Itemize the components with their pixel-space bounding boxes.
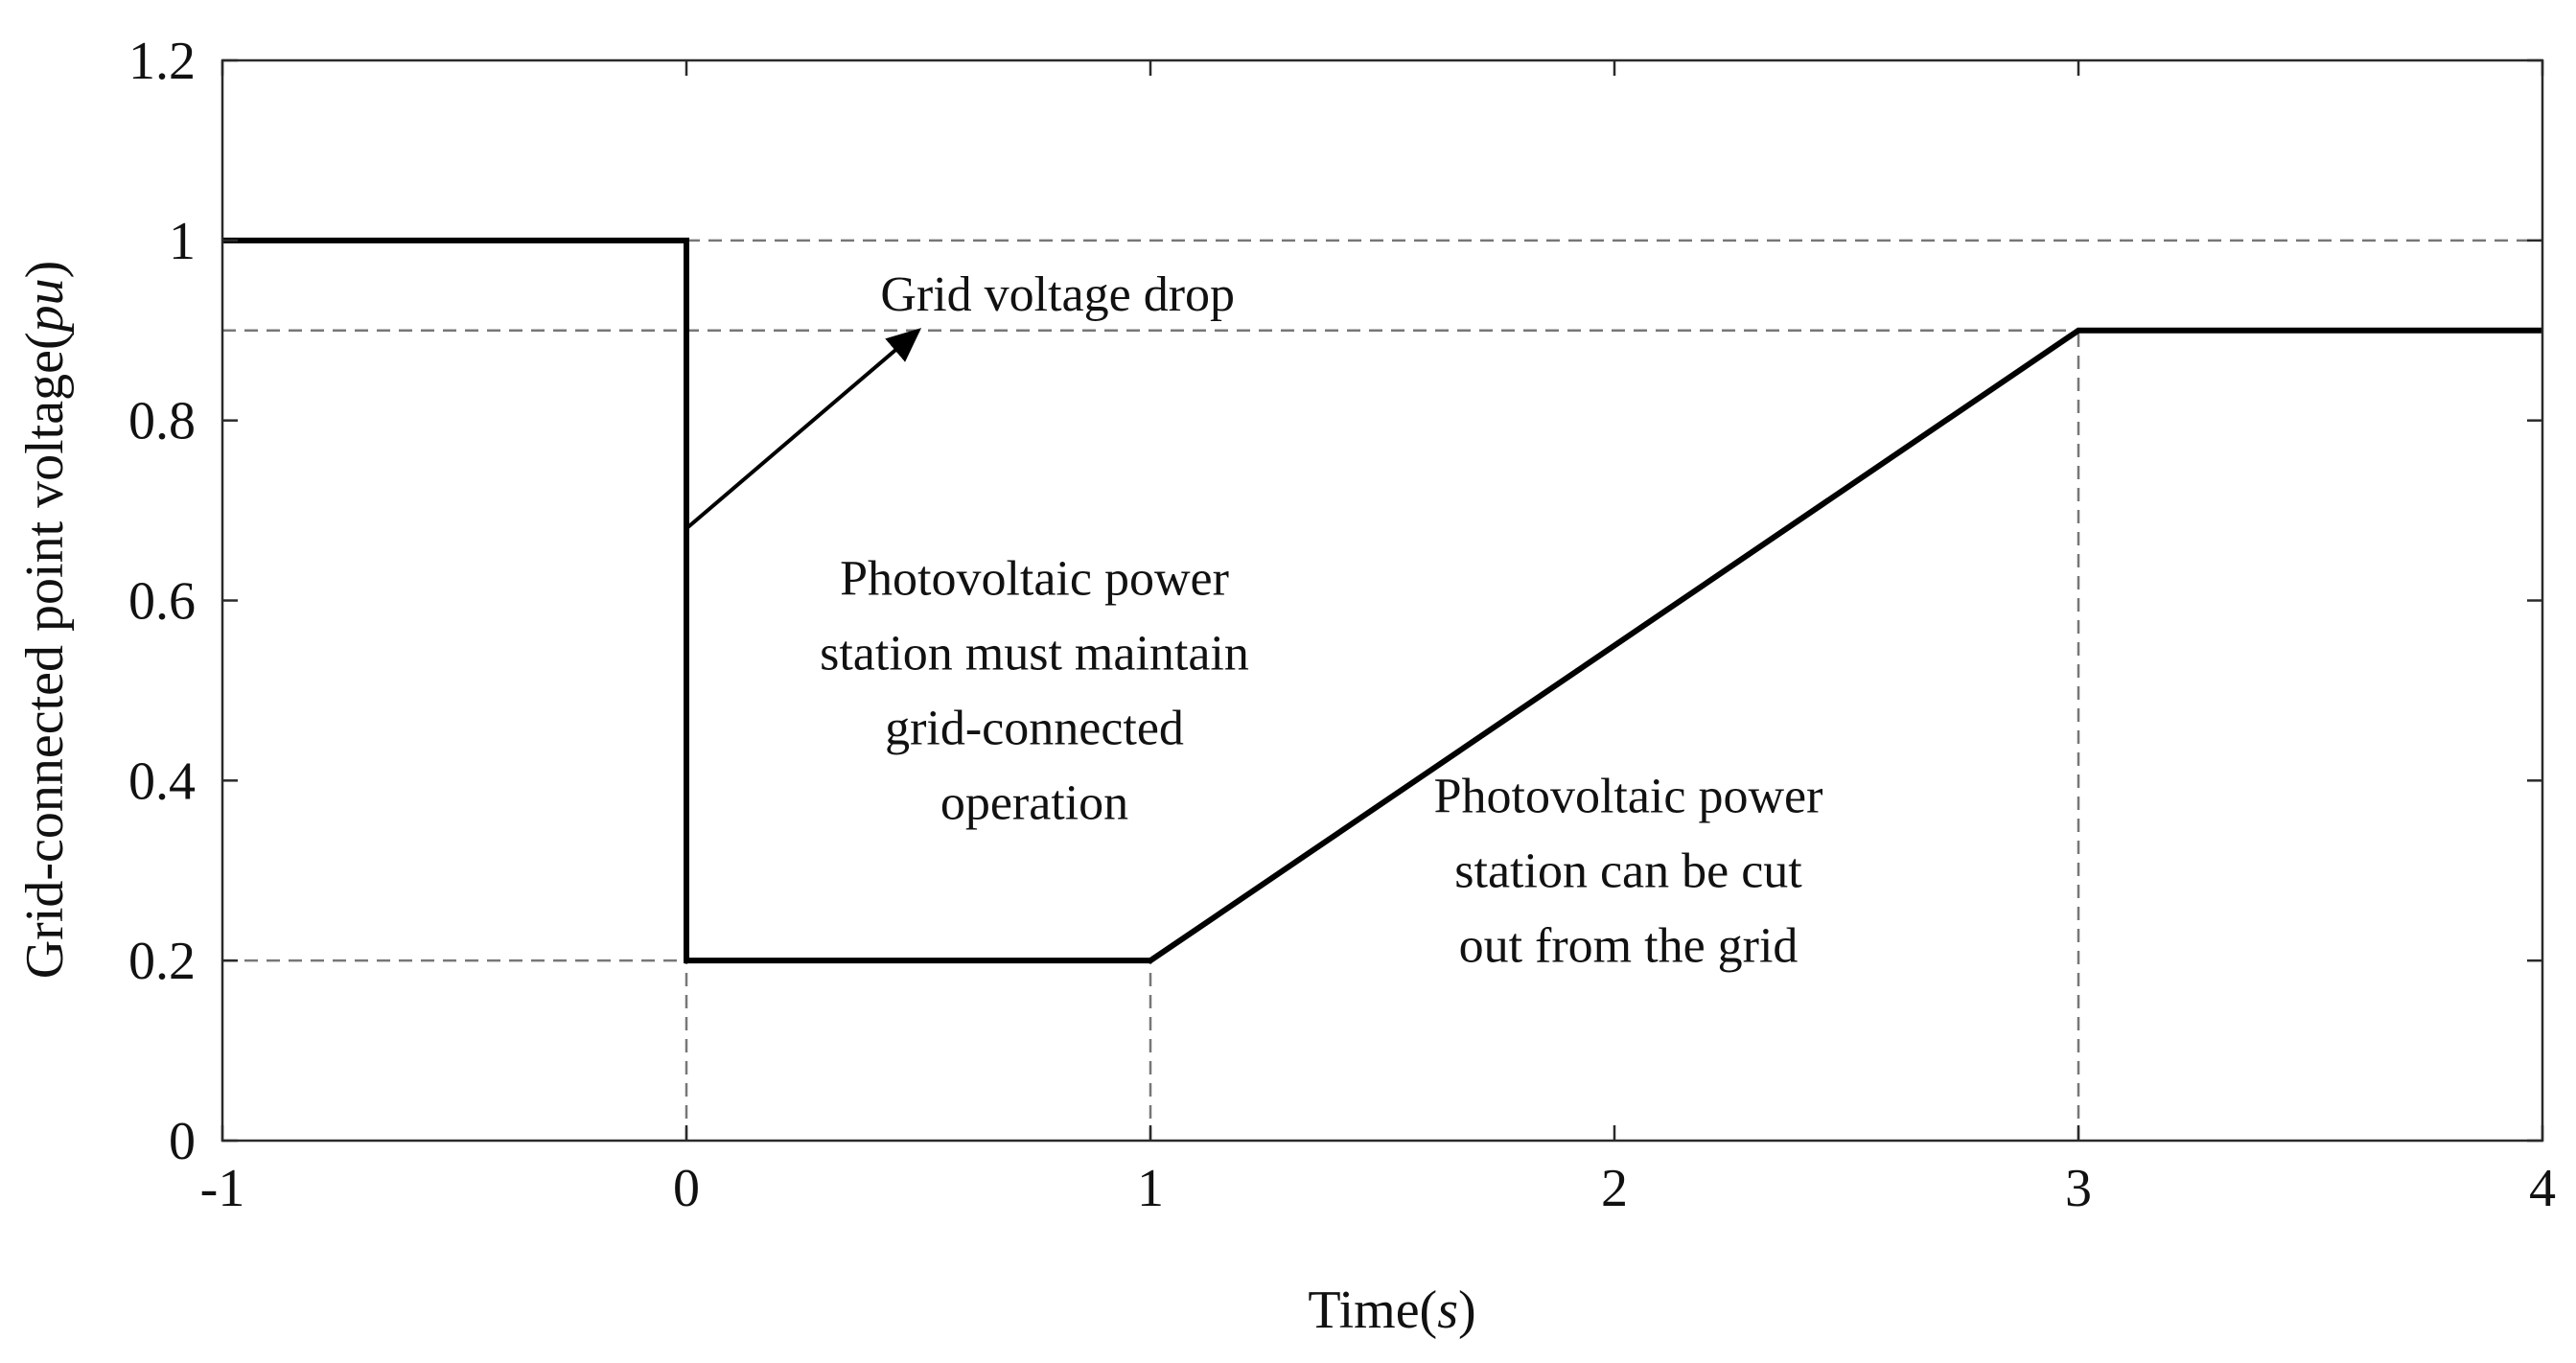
- x-tick-label: 3: [2065, 1159, 2092, 1218]
- x-tick-label: 2: [1601, 1159, 1628, 1218]
- annotation-line: Grid voltage drop: [880, 267, 1235, 322]
- annotation-line: out from the grid: [1459, 918, 1799, 973]
- plot-frame: [220, 58, 2544, 1143]
- annotation-text: Grid voltage drop: [880, 267, 1235, 322]
- annotation-text: Photovoltaic power station can be cut out …: [1434, 769, 1823, 973]
- x-tick-label: 4: [2529, 1159, 2556, 1218]
- series-layer: [222, 237, 2542, 964]
- x-tick-label: 1: [1137, 1159, 1164, 1218]
- reference-lines: [222, 239, 2542, 1141]
- annotation-arrow: [685, 328, 922, 530]
- y-tick-label: 0.2: [128, 932, 196, 991]
- annotation-line: operation: [940, 775, 1128, 830]
- y-tick-label: 0.6: [128, 572, 196, 632]
- x-tick-label: 0: [673, 1159, 700, 1218]
- annotation-line: Photovoltaic power: [840, 551, 1229, 606]
- y-tick-label: 1.2: [128, 32, 196, 91]
- annotation-line: grid-connected: [885, 701, 1184, 755]
- annotation-line: Photovoltaic power: [1434, 769, 1823, 823]
- y-tick-label: 1: [169, 212, 196, 271]
- x-axis-label: Time(s): [1308, 1281, 1475, 1340]
- voltage-curve: [222, 237, 2542, 964]
- annotation-line: station can be cut: [1454, 843, 1802, 898]
- y-axis-label: Grid-connected point voltage(pu): [15, 261, 75, 980]
- y-tick-label: 0.4: [128, 751, 196, 811]
- x-tick-label: -1: [200, 1159, 245, 1218]
- y-tick-label: 0: [169, 1112, 196, 1171]
- annotation-text: Photovoltaic power station must maintain g…: [820, 551, 1249, 830]
- annotation-line: station must maintain: [820, 626, 1249, 681]
- y-tick-label: 0.8: [128, 392, 196, 451]
